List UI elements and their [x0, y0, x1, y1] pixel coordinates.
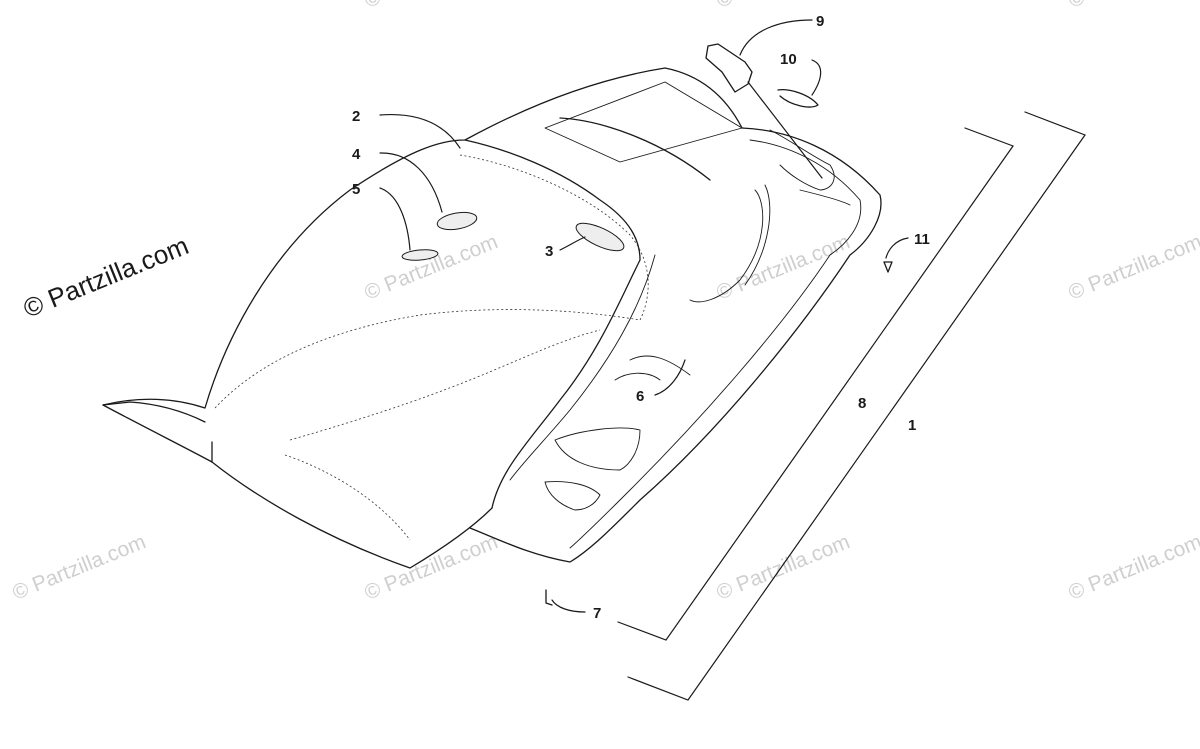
watermark: © Partzilla.com [361, 0, 501, 13]
base-rib-1 [689, 189, 764, 303]
seat-front-edge [211, 461, 493, 569]
seat-cover-outline [102, 67, 743, 409]
callout-2: 2 [352, 108, 360, 125]
leader-11 [885, 237, 909, 259]
brand-label: © Partzilla.com [19, 230, 193, 323]
leader-9 [739, 19, 813, 56]
watermark: © Partzilla.com [713, 530, 853, 604]
callouts: 1 2 3 4 5 6 7 8 9 10 11 [352, 13, 930, 622]
seat-hump [464, 139, 641, 261]
seat-rear-underside [102, 401, 206, 423]
callout-3: 3 [545, 243, 553, 260]
seat-stitch-3 [289, 329, 601, 441]
watermark: © Partzilla.com [713, 230, 853, 304]
callout-10: 10 [780, 51, 797, 68]
seat-assembly [102, 67, 882, 569]
watermark: © Partzilla.com [361, 230, 501, 304]
callout-9: 9 [816, 13, 824, 30]
base-rib-2 [744, 184, 771, 286]
base-pocket-2 [544, 481, 601, 511]
seat-stitch-1 [459, 154, 649, 321]
watermarks: © Partzilla.com © Partzilla.com © Partzi… [9, 0, 1200, 605]
leader-5 [379, 187, 411, 251]
callout-7: 7 [593, 605, 601, 622]
part-7-pin [545, 589, 553, 606]
callout-4: 4 [352, 146, 361, 163]
seat-side-skirt [491, 259, 641, 509]
bracket-1 [627, 111, 1086, 701]
callout-1: 1 [908, 417, 916, 434]
seat-stitch-2 [214, 309, 641, 409]
callout-11: 11 [914, 231, 930, 248]
watermark: © Partzilla.com [1065, 530, 1200, 604]
seat-stitch-4 [284, 454, 411, 541]
leader-9-to-base [747, 81, 823, 179]
base-latch-slot-2 [614, 372, 661, 381]
watermark: © Partzilla.com [361, 530, 501, 604]
seat-base-inner [569, 139, 862, 549]
watermark: © Partzilla.com [1065, 0, 1200, 13]
leader-lines [379, 19, 1086, 701]
leader-6 [654, 359, 686, 396]
base-front-bracket [769, 129, 835, 191]
seat-top-panel [544, 81, 743, 163]
part-10-clip [777, 89, 819, 108]
watermark: © Partzilla.com [713, 0, 853, 13]
base-latch-slot [629, 355, 691, 376]
watermark: © Partzilla.com [1065, 230, 1200, 304]
callout-8: 8 [858, 395, 866, 412]
foam-pad-4 [436, 211, 478, 231]
leader-3 [559, 236, 586, 251]
seat-left-lip [102, 404, 213, 463]
part-11-fastener [883, 261, 893, 273]
leader-10 [811, 59, 822, 96]
bracket-8 [617, 127, 1014, 641]
callout-6: 6 [636, 388, 644, 405]
seat-hump-ridge [559, 117, 711, 181]
leader-4 [379, 152, 443, 213]
callout-5: 5 [352, 181, 360, 198]
small-parts [545, 43, 893, 606]
watermark: © Partzilla.com [9, 530, 149, 604]
seat-side-inner [509, 254, 656, 481]
base-pocket-1 [554, 427, 641, 471]
foam-pad-5 [401, 249, 439, 261]
seat-base-pan [469, 127, 882, 563]
leader-7 [551, 599, 586, 613]
part-9-bracket [705, 43, 753, 93]
foam-pad-3 [575, 222, 625, 252]
base-rib-3 [799, 189, 851, 206]
leader-2 [379, 113, 461, 149]
